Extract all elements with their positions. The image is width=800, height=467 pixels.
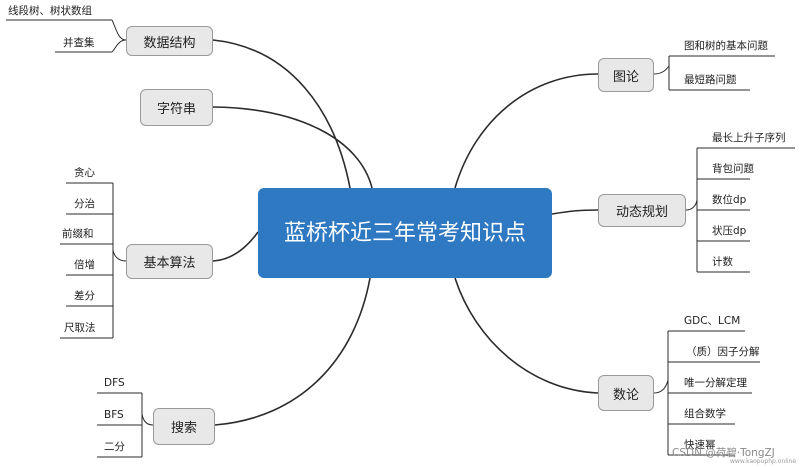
link-dynamic-programming: [551, 209, 599, 215]
leaf-gcd-lcm[interactable]: GDC、LCM: [684, 315, 741, 327]
topic-basic-algorithms[interactable]: 基本算法: [126, 244, 213, 279]
leaf-bfs[interactable]: BFS: [104, 409, 124, 421]
leaf-counting[interactable]: 计数: [712, 256, 733, 268]
topic-basic-algorithms-label: 基本算法: [143, 256, 196, 271]
topic-search[interactable]: 搜索: [153, 408, 215, 445]
leaf-fast-power[interactable]: 快速幂: [684, 439, 716, 451]
leaf-two-pointers[interactable]: 尺取法: [64, 322, 96, 334]
leaf-combinatorics[interactable]: 组合数学: [684, 408, 726, 420]
topic-graph-theory[interactable]: 图论: [598, 58, 654, 92]
leaf-binary-search[interactable]: 二分: [104, 441, 125, 453]
watermark: CSDN @荷碧·TongZJ: [672, 447, 775, 459]
leaf-factorization[interactable]: （质）因子分解: [686, 346, 760, 358]
topic-number-theory-label: 数论: [612, 387, 639, 403]
link-number-theory: [454, 277, 599, 394]
topic-data-structures-label: 数据结构: [143, 35, 196, 51]
leaf-bitmask-dp[interactable]: 状压dp: [712, 225, 747, 237]
topic-strings[interactable]: 字符串: [140, 89, 213, 126]
leaf-divide-conquer[interactable]: 分治: [74, 198, 95, 210]
topic-graph-theory-label: 图论: [612, 69, 639, 85]
topic-data-structures[interactable]: 数据结构: [126, 26, 213, 56]
leaf-graph-tree-basics[interactable]: 图和树的基本问题: [684, 40, 768, 52]
leaf-doubling[interactable]: 倍增: [74, 259, 95, 271]
link-data-structures: [212, 39, 351, 189]
leaf-unique-factorization[interactable]: 唯一分解定理: [684, 377, 747, 389]
topic-dynamic-programming-label: 动态规划: [615, 205, 668, 220]
central-topic[interactable]: 蓝桥杯近三年常考知识点: [258, 188, 552, 278]
central-topic-label: 蓝桥杯近三年常考知识点: [283, 220, 526, 246]
leaf-dfs[interactable]: DFS: [104, 377, 125, 389]
topic-number-theory[interactable]: 数论: [598, 375, 654, 411]
leaf-shortest-path[interactable]: 最短路问题: [684, 74, 737, 86]
leaf-difference[interactable]: 差分: [74, 290, 95, 302]
leaf-digit-dp[interactable]: 数位dp: [712, 194, 747, 206]
leaf-lis[interactable]: 最长上升子序列: [712, 132, 786, 144]
topic-dynamic-programming[interactable]: 动态规划: [598, 194, 686, 227]
leaf-prefix-sum[interactable]: 前缀和: [62, 228, 94, 240]
topic-search-label: 搜索: [170, 421, 197, 436]
link-basic-algorithms: [212, 231, 259, 262]
leaf-knapsack[interactable]: 背包问题: [712, 163, 754, 175]
link-strings: [212, 106, 373, 189]
leaf-union-find[interactable]: 并查集: [63, 37, 95, 49]
link-graph-theory: [454, 73, 599, 189]
leaf-segment-tree[interactable]: 线段树、树状数组: [8, 5, 92, 17]
watermark-site: www.kaopuphp.online: [730, 458, 797, 465]
link-search: [214, 277, 371, 426]
topic-strings-label: 字符串: [156, 102, 196, 117]
leaf-greedy[interactable]: 贪心: [74, 167, 95, 179]
